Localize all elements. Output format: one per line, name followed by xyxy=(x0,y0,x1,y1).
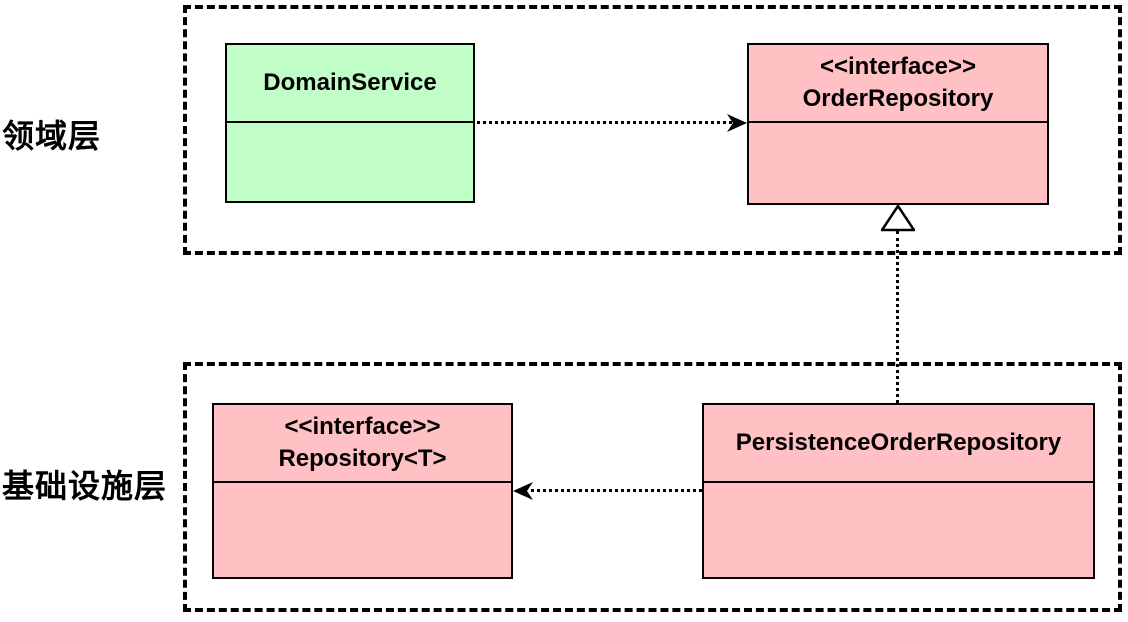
class-header: PersistenceOrderRepository xyxy=(704,405,1093,483)
class-header: <<interface>> Repository<T> xyxy=(214,405,511,483)
infrastructure-layer-label: 基础设施层 xyxy=(2,468,168,504)
class-name: Repository<T> xyxy=(278,445,447,472)
dependency-arrowhead-left-icon xyxy=(513,482,533,500)
domain-layer-boundary xyxy=(183,5,1122,255)
class-stereotype: <<interface>> xyxy=(819,53,977,80)
class-body xyxy=(214,483,511,577)
class-box-domain-service: DomainService xyxy=(225,43,475,203)
domain-layer-label: 领域层 xyxy=(2,118,102,154)
class-header: <<interface>> OrderRepository xyxy=(749,45,1047,123)
realization-hollow-triangle-icon xyxy=(881,204,915,232)
class-box-repository-t: <<interface>> Repository<T> xyxy=(212,403,513,579)
class-stereotype: <<interface>> xyxy=(284,413,441,440)
realization-line-persistence-orderrepository xyxy=(896,231,899,403)
class-name: PersistenceOrderRepository xyxy=(735,429,1062,456)
class-body xyxy=(227,123,473,201)
class-name: DomainService xyxy=(263,69,437,96)
class-body xyxy=(704,483,1093,577)
dependency-arrowhead-right-icon xyxy=(727,114,747,132)
class-header: DomainService xyxy=(227,45,473,123)
class-box-order-repository: <<interface>> OrderRepository xyxy=(747,43,1049,205)
class-box-persistence-order-repository: PersistenceOrderRepository xyxy=(702,403,1095,579)
dependency-line-persistence-repositoryt xyxy=(531,489,702,492)
class-body xyxy=(749,123,1047,203)
infrastructure-layer-boundary xyxy=(183,362,1122,612)
dependency-line-domainservice-orderrepository xyxy=(477,121,732,124)
class-name: OrderRepository xyxy=(802,85,994,112)
